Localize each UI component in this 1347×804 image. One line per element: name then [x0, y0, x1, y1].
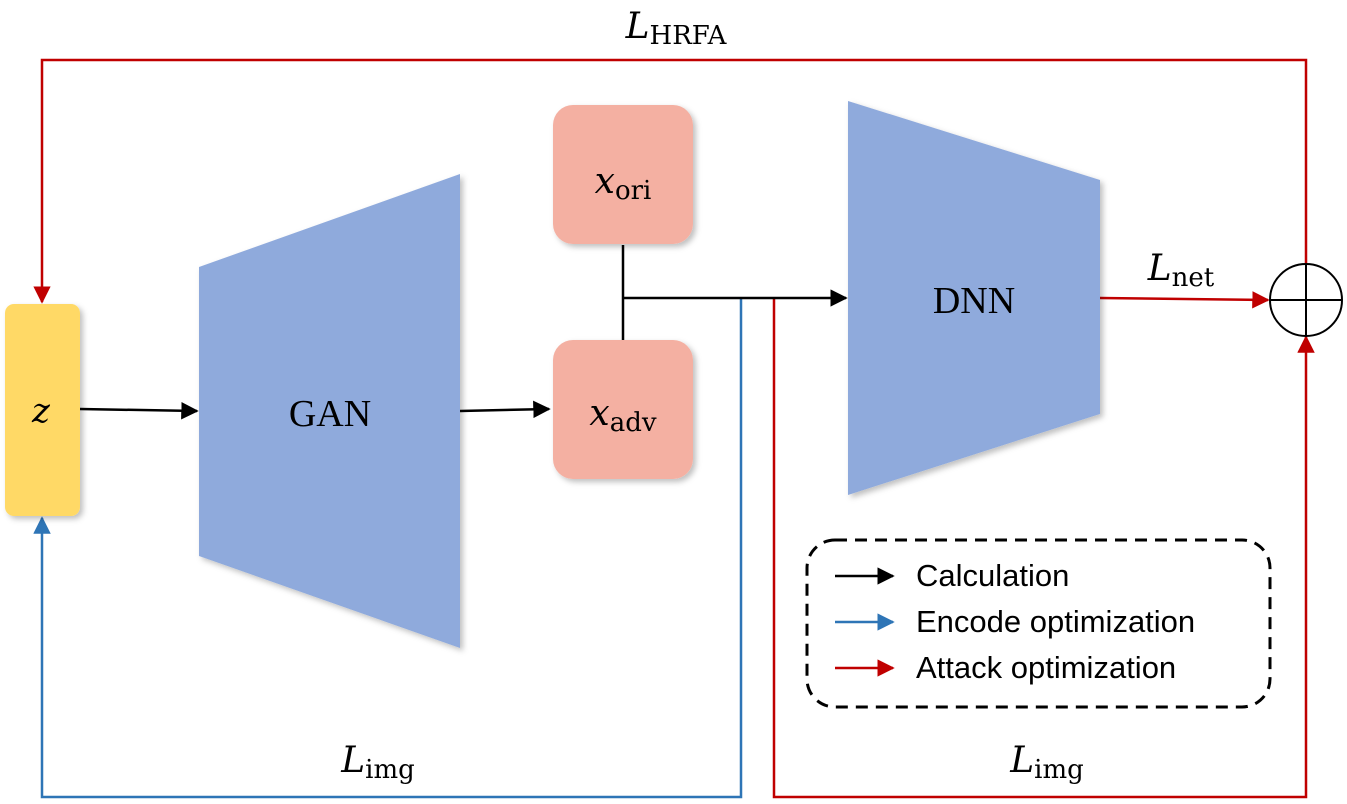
- dnn-block: [848, 101, 1100, 495]
- l-net-label: Lnet: [1147, 248, 1215, 293]
- gan-label: GAN: [289, 393, 371, 435]
- latent-z-box: [5, 304, 80, 516]
- x-ori-box: [553, 105, 693, 244]
- legend: Calculation Encode optimization Attack o…: [805, 538, 1272, 709]
- x-adv-sub: adv: [610, 408, 657, 438]
- hrfa-feedback-line: [33, 58, 1308, 304]
- l-hrfa-label: LHRFA: [625, 6, 728, 51]
- l-img-left-label: Limg: [340, 740, 415, 785]
- l-img-right-label: Limg: [1009, 740, 1084, 785]
- encode-img-loop-line: [33, 298, 743, 799]
- dnn-to-sum-arrow: [1099, 291, 1270, 309]
- legend-box: [805, 538, 1272, 709]
- z-to-gan-arrow: [79, 401, 199, 420]
- x-ori-base: x: [595, 161, 615, 202]
- x-adv-base: x: [589, 393, 609, 434]
- x-adv-box: [553, 340, 693, 479]
- gan-to-xadv-arrow: [459, 400, 551, 419]
- legend-encode-label: Encode optimization: [916, 604, 1195, 639]
- attack-img-loop-line: [772, 298, 1315, 799]
- x-adv-label: xadv: [589, 393, 656, 438]
- legend-calculation-label: Calculation: [916, 558, 1069, 593]
- dnn-label: DNN: [933, 280, 1015, 322]
- x-ori-sub: ori: [615, 176, 651, 206]
- gan-block: [199, 174, 460, 648]
- sum-node: [1269, 263, 1343, 337]
- latent-z-label: z: [31, 391, 51, 431]
- legend-attack-label: Attack optimization: [916, 650, 1176, 685]
- x-ori-label: xori: [595, 161, 652, 206]
